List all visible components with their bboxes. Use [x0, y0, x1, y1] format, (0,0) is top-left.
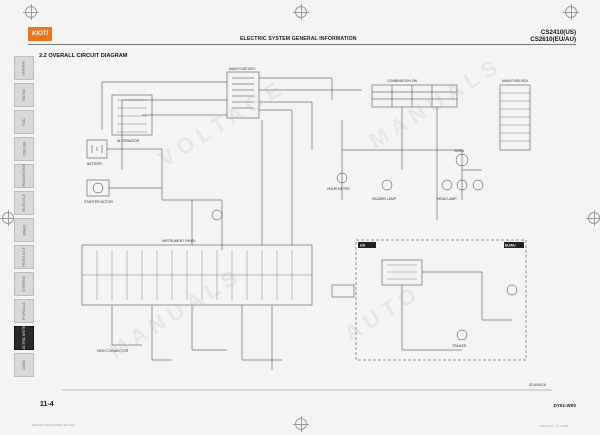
- registration-mark: [23, 4, 39, 20]
- tab-label: ENGINE: [21, 88, 26, 102]
- us-variant-tag: US: [360, 244, 366, 248]
- starter-motor-label: STARTER MOTOR: [84, 200, 114, 204]
- lamp-symbol: [456, 179, 468, 191]
- relay-block-variant: [381, 259, 423, 286]
- fuse-box-label: MAIN FUSE BOX: [502, 79, 529, 83]
- fuse-box-table: [499, 84, 531, 151]
- lamp-symbol: [381, 179, 393, 191]
- horn-symbol: [455, 153, 469, 167]
- battery-label: BATTERY: [87, 162, 103, 166]
- tab-cabin[interactable]: CABIN: [14, 353, 34, 377]
- tab-label: FUEL: [22, 117, 26, 127]
- head-lamp-label: HEAD LAMP: [437, 197, 457, 201]
- tab-hydraulic[interactable]: HYDRAULIC: [14, 299, 34, 323]
- hour-meter-label: HOUR METER: [327, 187, 350, 191]
- registration-mark: [293, 4, 309, 20]
- lamp-symbol: [441, 179, 453, 191]
- tab-front-axle[interactable]: FRONT AXLE: [14, 245, 34, 269]
- registration-mark: [0, 210, 16, 226]
- registration-mark: [293, 416, 309, 432]
- model-line-2: CS2610(EU/AU): [530, 36, 576, 43]
- print-note-right: 2019-01-15 오후 3:23:08: [539, 425, 568, 428]
- print-note-left: MANUAL CS2410 CS2610 SM.indd 4: [32, 424, 76, 427]
- tab-label: FRONT AXLE: [22, 247, 26, 267]
- tab-label: STEERING: [21, 275, 26, 293]
- tab-transmission[interactable]: TRANSMISSION: [14, 164, 34, 188]
- page-number: 11-4: [40, 401, 54, 408]
- tab-label: CABIN: [22, 360, 26, 370]
- tab-label: BRAKE: [22, 224, 26, 236]
- tab-rear-axle[interactable]: REAR AXLE: [14, 191, 34, 215]
- header-rule: [28, 44, 576, 45]
- horn-label: HORN: [454, 149, 465, 153]
- lamp-symbol: [506, 284, 518, 296]
- tab-label: REAR AXLE: [22, 194, 26, 212]
- circuit-diagram: MAIN FUSE BOX COMBINATION SW MAIN FUSE B…: [62, 67, 552, 391]
- combination-switch-table: [371, 84, 458, 108]
- document-code: DY51-W00: [553, 403, 576, 408]
- tab-general[interactable]: GENERAL: [14, 56, 34, 80]
- main-fuse-block: [226, 71, 260, 119]
- alternator-label: ALTERNATOR: [117, 139, 140, 143]
- tab-label: HYDRAULIC: [22, 301, 27, 321]
- tab-steering[interactable]: STEERING: [14, 272, 34, 296]
- section-title: 2.2 OVERALL CIRCUIT DIAGRAM: [39, 53, 128, 59]
- lamp-symbol: [472, 179, 484, 191]
- instrument-panel-label: INSTRUMENT PANEL: [162, 239, 196, 243]
- registration-mark: [563, 4, 579, 20]
- trailer-label: TRAILER: [452, 344, 467, 348]
- brand-logo: KIOTI: [28, 27, 52, 41]
- high-connector-label: HIGH CONNECTOR: [97, 349, 129, 353]
- tab-label: ELECTRIC SYSTEM: [22, 323, 27, 353]
- tab-brake[interactable]: BRAKE: [14, 218, 34, 242]
- tab-engine[interactable]: ENGINE: [14, 83, 34, 107]
- tab-electric-system[interactable]: ELECTRIC SYSTEM: [14, 323, 34, 353]
- lamp-symbol: [336, 172, 348, 184]
- main-fuse-box-label: MAIN FUSE BOX: [229, 67, 256, 71]
- lamp-symbol: [456, 329, 468, 341]
- tab-cooling[interactable]: COOLING: [14, 137, 34, 161]
- starter-motor-symbol: [86, 179, 110, 197]
- tab-label: COOLING: [21, 141, 26, 157]
- hazard-lamp-label: HAZARD LAMP: [372, 197, 397, 201]
- model-line-1: CS2410(US): [540, 29, 576, 36]
- combination-sw-label: COMBINATION SW: [387, 79, 418, 83]
- diagram-code: SDU0001A: [529, 383, 547, 387]
- tab-label: TRANSMISSION: [22, 163, 27, 189]
- connector-box: [331, 284, 355, 298]
- relay-block: [111, 94, 153, 136]
- header-title: ELECTRIC SYSTEM GENERAL INFORMATION: [240, 36, 357, 42]
- registration-mark: [586, 210, 600, 226]
- tab-fuel[interactable]: FUEL: [14, 110, 34, 134]
- eu-variant-tag: EU/AU: [505, 244, 516, 248]
- sensor-symbol: [211, 209, 223, 221]
- regional-variant-box: [355, 239, 527, 361]
- tab-label: GENERAL: [21, 60, 26, 76]
